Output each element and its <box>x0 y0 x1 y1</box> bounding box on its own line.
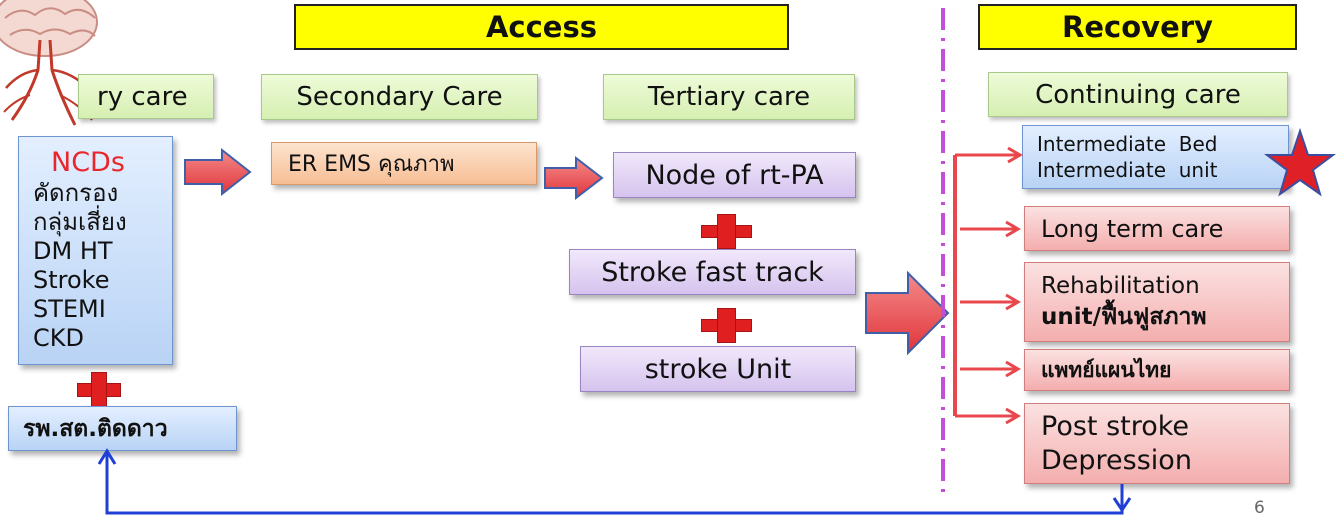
ncd-item: CKD <box>33 324 84 352</box>
tertiary-care-label: Tertiary care <box>603 74 855 120</box>
recovery-header: Recovery <box>978 4 1297 50</box>
long-term-care-box: Long term care <box>1024 206 1290 251</box>
intermediate-unit-label: Intermediate unit <box>1037 158 1218 182</box>
rehab-line-1: Rehabilitation <box>1041 273 1200 299</box>
ncd-item: DM HT <box>33 237 113 265</box>
ncd-item: กลุ่มเสี่ยง <box>33 208 127 236</box>
stroke-unit-box: stroke Unit <box>580 346 856 392</box>
recovery-branch-arrows <box>955 146 1023 425</box>
secondary-care-label: Secondary Care <box>261 74 538 120</box>
ncd-item: คัดกรอง <box>33 179 119 207</box>
rph-star-box: รพ.สต.ติดดาว <box>8 406 237 451</box>
feedback-loop-arrow <box>97 448 1132 515</box>
arrow-er-to-node <box>544 155 604 201</box>
rehab-line-2: unit/ฟื้นฟูสภาพ <box>1041 304 1207 330</box>
er-ems-box: ER EMS คุณภาพ <box>271 142 537 185</box>
ncd-item: Stroke <box>33 266 110 294</box>
depression-line-2: Depression <box>1041 444 1192 476</box>
page-number: 6 <box>1254 498 1265 518</box>
plus-icon <box>701 214 752 249</box>
rehabilitation-box: Rehabilitation unit/ฟื้นฟูสภาพ <box>1024 262 1290 342</box>
thai-medicine-box: แพทย์แผนไทย <box>1024 349 1290 391</box>
stroke-fast-track-box: Stroke fast track <box>569 249 856 295</box>
ncd-title: NCDs <box>51 147 125 178</box>
access-header: Access <box>294 4 789 50</box>
primary-care-label: ry care <box>78 74 214 119</box>
intermediate-bed-label: Intermediate Bed <box>1037 132 1218 156</box>
star-icon <box>1264 127 1336 197</box>
continuing-care-label: Continuing care <box>988 72 1288 117</box>
post-stroke-depression-box: Post stroke Depression <box>1024 403 1290 484</box>
node-rtpa-box: Node of rt-PA <box>613 152 856 198</box>
ncd-box: NCDs คัดกรอง กลุ่มเสี่ยง DM HT Stroke ST… <box>18 136 173 365</box>
plus-icon <box>701 308 752 343</box>
plus-icon <box>77 372 121 408</box>
ncd-item: STEMI <box>33 295 106 323</box>
arrow-ncd-to-er <box>184 147 252 197</box>
arrow-tertiary-to-recovery <box>865 270 950 356</box>
depression-line-1: Post stroke <box>1041 410 1190 442</box>
